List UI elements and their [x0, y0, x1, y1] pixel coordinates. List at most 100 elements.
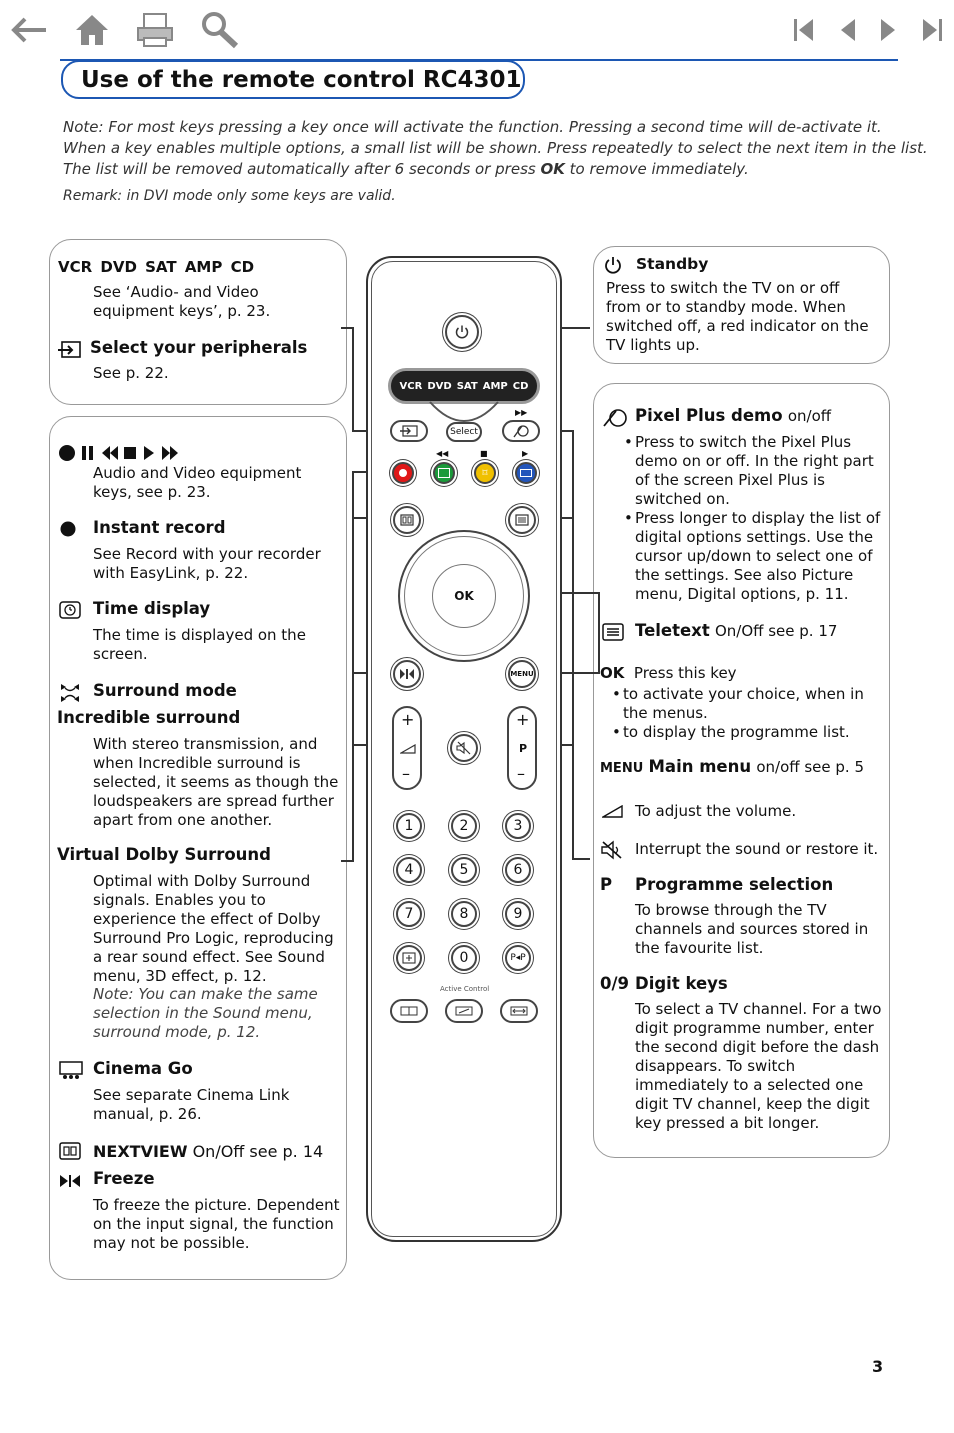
menu-title: Main menu	[648, 757, 752, 776]
peripherals-text: See p. 22.	[93, 364, 169, 382]
nextview-icon	[59, 1142, 81, 1164]
digit-text: To select a TV channel. For a two digit …	[635, 1000, 882, 1132]
blue-cinema-button[interactable]	[515, 462, 537, 484]
note-line-3-text: The list will be removed automatically a…	[63, 160, 541, 178]
pixel-suffix: on/off	[787, 407, 832, 425]
teletext-suffix: On/Off see p. 17	[714, 622, 838, 640]
programme-label: P	[519, 742, 528, 755]
connector	[341, 860, 354, 862]
ok-button[interactable]: OK	[432, 564, 496, 628]
pixel-bullet-2: Press longer to display the list of digi…	[635, 509, 881, 603]
nextview-text: On/Off see p. 14	[192, 1142, 324, 1161]
volume-icon	[400, 744, 416, 754]
connector	[341, 327, 354, 329]
mode-vcr-button[interactable]: VCR	[399, 380, 423, 392]
prog-text: To browse through the TV channels and so…	[635, 901, 869, 957]
digit-4-button[interactable]: 4	[396, 857, 422, 883]
info-button[interactable]	[396, 945, 422, 971]
first-page-icon[interactable]	[784, 10, 824, 50]
volume-rocker[interactable]: + –	[392, 706, 422, 790]
standby-text: Press to switch the TV on or off from or…	[606, 279, 869, 354]
p-label: P	[600, 875, 613, 894]
select-arc	[429, 401, 499, 422]
ok-line: OK Press this key	[600, 664, 737, 682]
mode-amp-button[interactable]: AMP	[482, 380, 508, 392]
home-icon[interactable]	[72, 10, 112, 50]
next-page-icon[interactable]	[868, 10, 908, 50]
features-box-right: Pixel Plus demo on/off • Press to switch…	[593, 383, 890, 1158]
teletext-line: Teletext On/Off see p. 17	[635, 621, 837, 640]
cursor-ring-inner	[404, 536, 524, 656]
digit-9-button[interactable]: 9	[505, 901, 531, 927]
pixel-title: Pixel Plus demo	[635, 406, 783, 425]
menu-suffix: on/off see p. 5	[756, 758, 865, 776]
peripherals-box: VCR DVD SAT AMP CD See ‘Audio- and Video…	[49, 239, 347, 405]
record-text: See Record with your recorder with EasyL…	[93, 545, 321, 582]
volume-up-icon[interactable]: +	[401, 710, 415, 729]
digit-0-button[interactable]: 0	[451, 945, 477, 971]
digit-5-button[interactable]: 5	[451, 857, 477, 883]
red-record-button[interactable]	[392, 462, 414, 484]
dual-screen-button[interactable]	[390, 999, 428, 1023]
nextview-label: NEXTVIEW	[93, 1142, 188, 1161]
select-button[interactable]: Select	[446, 422, 482, 442]
ok-bullet-2: to display the programme list.	[623, 723, 850, 741]
digit-6-button[interactable]: 6	[505, 857, 531, 883]
connector	[352, 327, 354, 431]
freeze-title: Freeze	[93, 1169, 155, 1188]
ok-text: Press this key	[633, 664, 737, 682]
av-keys-text: Audio and Video equipment keys, see p. 2…	[93, 464, 302, 501]
picture-format-button[interactable]	[500, 999, 538, 1023]
mode-dvd-button[interactable]: DVD	[427, 380, 452, 392]
cursor-ring[interactable]	[398, 530, 530, 662]
teletext-icon	[602, 623, 624, 645]
mode-cd-button[interactable]: CD	[512, 380, 529, 392]
note-line-3: The list will be removed automatically a…	[63, 160, 749, 178]
peripherals-button[interactable]	[390, 420, 428, 442]
back-arrow-icon[interactable]	[10, 10, 50, 50]
digit-7-button[interactable]: 7	[396, 901, 422, 927]
volume-down-icon[interactable]: –	[402, 764, 410, 783]
active-control-button[interactable]	[445, 999, 483, 1023]
last-page-icon[interactable]	[912, 10, 952, 50]
pip-button[interactable]: P◂P	[505, 945, 531, 971]
previous-page-icon[interactable]	[828, 10, 868, 50]
digit-2-button[interactable]: 2	[451, 813, 477, 839]
surround-title: Surround mode	[93, 681, 237, 700]
cinema-go-icon	[59, 1061, 83, 1083]
av-keys-icons	[58, 444, 198, 466]
standby-button[interactable]	[445, 315, 479, 349]
digit-1-button[interactable]: 1	[396, 813, 422, 839]
mode-sat-button[interactable]: SAT	[456, 380, 478, 392]
teletext-button[interactable]	[508, 506, 536, 534]
active-control-label: Active Control	[440, 985, 490, 993]
green-time-button[interactable]	[433, 462, 455, 484]
yellow-surround-button[interactable]: ⌑	[474, 462, 496, 484]
standby-box: Standby Press to switch the TV on or off…	[593, 246, 890, 364]
incredible-text: With stereo transmission, and when Incre…	[93, 735, 339, 829]
digit-title: Digit keys	[635, 974, 728, 993]
search-icon[interactable]	[200, 10, 240, 50]
menu-button[interactable]: MENU	[508, 660, 536, 688]
digit-label: 0/9	[600, 974, 629, 993]
page-number: 3	[872, 1357, 884, 1376]
programme-down-icon[interactable]: –	[517, 764, 525, 783]
programme-rocker[interactable]: + P –	[507, 706, 537, 790]
time-text: The time is displayed on the screen.	[93, 626, 306, 663]
ok-bullet-1: to activate your choice, when in the men…	[623, 685, 864, 722]
nextview-button[interactable]	[393, 506, 421, 534]
programme-up-icon[interactable]: +	[516, 710, 530, 729]
digit-3-button[interactable]: 3	[505, 813, 531, 839]
freeze-button[interactable]	[393, 660, 421, 688]
mute-text: Interrupt the sound or restore it.	[635, 840, 879, 858]
freeze-text: To freeze the picture. Dependent on the …	[93, 1196, 340, 1252]
play-label-icon: ▶	[522, 449, 529, 458]
power-icon	[603, 255, 623, 279]
digit-8-button[interactable]: 8	[451, 901, 477, 927]
surround-icon	[59, 682, 81, 708]
peripherals-icon	[58, 341, 82, 363]
teletext-title: Teletext	[635, 621, 710, 640]
mute-button[interactable]	[450, 734, 478, 762]
print-icon[interactable]	[135, 10, 175, 50]
pixel-plus-button[interactable]	[502, 420, 540, 442]
